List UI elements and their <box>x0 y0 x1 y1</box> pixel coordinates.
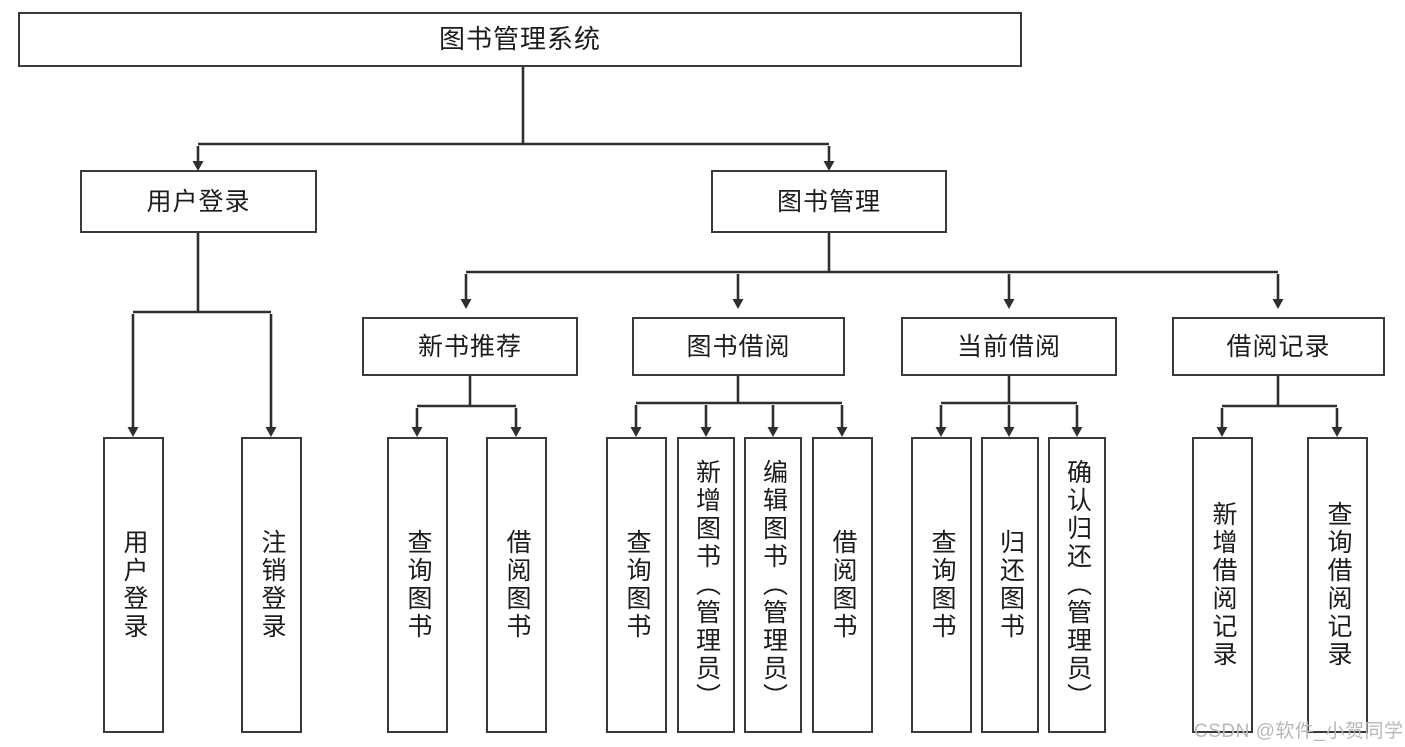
node-label: 借阅记录 <box>1226 332 1331 361</box>
leaf-edit-book-admin[interactable]: 编辑图书（管理员） <box>744 437 802 733</box>
leaf-user-login[interactable]: 用户登录 <box>103 437 164 733</box>
leaf-add-borrow-record[interactable]: 新增借阅记录 <box>1192 437 1253 733</box>
node-root-book-management-system[interactable]: 图书管理系统 <box>18 12 1022 67</box>
leaf-borrow-book[interactable]: 借阅图书 <box>812 437 873 733</box>
leaf-query-borrow-record[interactable]: 查询借阅记录 <box>1307 437 1368 733</box>
node-label: 编辑图书（管理员） <box>759 459 788 711</box>
node-label: 查询图书 <box>404 529 432 641</box>
node-label: 用户登录 <box>120 529 148 641</box>
leaf-borrow-book-recommend[interactable]: 借阅图书 <box>486 437 547 733</box>
node-book-management[interactable]: 图书管理 <box>711 170 947 233</box>
leaf-query-book-borrow[interactable]: 查询图书 <box>606 437 667 733</box>
leaf-return-book[interactable]: 归还图书 <box>981 437 1039 733</box>
node-label: 用户登录 <box>146 187 251 216</box>
leaf-query-book-current[interactable]: 查询图书 <box>911 437 972 733</box>
leaf-confirm-return-admin[interactable]: 确认归还（管理员） <box>1048 437 1106 733</box>
node-label: 新书推荐 <box>417 332 522 361</box>
node-user-login[interactable]: 用户登录 <box>80 170 317 233</box>
node-label: 新增借阅记录 <box>1209 501 1237 669</box>
node-label: 图书借阅 <box>686 332 791 361</box>
leaf-logout[interactable]: 注销登录 <box>241 437 302 733</box>
node-borrow-record[interactable]: 借阅记录 <box>1172 317 1385 376</box>
node-label: 新增图书（管理员） <box>692 459 721 711</box>
node-label: 查询图书 <box>623 529 651 641</box>
node-label: 当前借阅 <box>956 332 1061 361</box>
node-label: 归还图书 <box>996 529 1025 641</box>
node-label: 借阅图书 <box>829 529 857 641</box>
node-book-borrow[interactable]: 图书借阅 <box>632 317 845 376</box>
node-label: 查询图书 <box>928 529 956 641</box>
node-label: 注销登录 <box>258 529 286 641</box>
node-label: 查询借阅记录 <box>1324 501 1352 669</box>
node-new-book-recommend[interactable]: 新书推荐 <box>362 317 578 376</box>
node-label: 借阅图书 <box>503 529 531 641</box>
node-label: 图书管理 <box>776 187 881 216</box>
node-label: 确认归还（管理员） <box>1063 459 1092 711</box>
node-label: 图书管理系统 <box>438 23 601 54</box>
leaf-query-book-recommend[interactable]: 查询图书 <box>387 437 448 733</box>
node-current-borrow[interactable]: 当前借阅 <box>901 317 1117 376</box>
leaf-add-book-admin[interactable]: 新增图书（管理员） <box>677 437 735 733</box>
csdn-watermark: CSDN @软件_小贺同学 <box>1194 721 1404 742</box>
